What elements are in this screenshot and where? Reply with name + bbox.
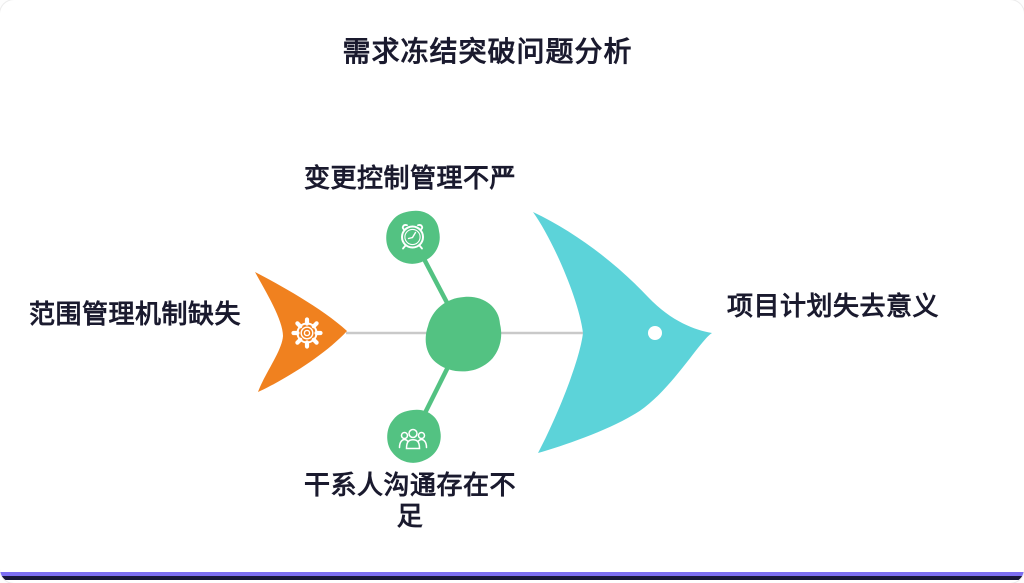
cause-label-scope: 范围管理机制缺失 — [29, 299, 242, 329]
cause-label-change-control: 变更控制管理不严 — [304, 163, 517, 193]
cause-label-stakeholder: 干系人沟通存在不足 — [303, 470, 516, 531]
footer-navy-bar — [0, 576, 1024, 580]
alarm-clock-icon — [401, 224, 424, 250]
gear-icon — [291, 317, 323, 349]
fish-eye — [648, 326, 662, 340]
people-icon — [398, 428, 428, 450]
page-title: 需求冻结突破问题分析 — [342, 36, 633, 67]
fish-head-shape — [533, 212, 712, 453]
footer-accent-bar — [0, 571, 1024, 576]
center-node — [425, 296, 502, 372]
effect-label: 项目计划失去意义 — [727, 291, 940, 321]
